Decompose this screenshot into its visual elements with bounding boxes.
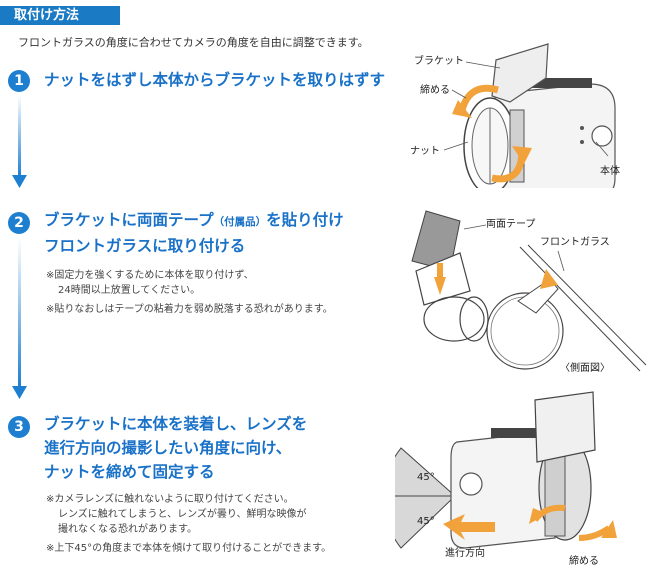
step-1-title: ナットをはずし本体からブラケットを取りはずす	[44, 71, 386, 89]
label-nut: ナット	[410, 145, 440, 157]
step-connector-arrow-1	[12, 95, 27, 188]
step-2-note-1: ※固定力を強くするために本体を取り付けず、	[46, 270, 254, 281]
figure-attach-tape: 両面テープ フロントガラス 〈側面図〉	[411, 210, 647, 374]
step-2-title-paren: （付属品）	[213, 216, 267, 228]
label-side-view: 〈側面図〉	[560, 361, 610, 374]
label-windshield: フロントガラス	[540, 236, 610, 248]
step-2-notes: ※固定力を強くするために本体を取り付けず、 24時間以上放置してください。 ※貼…	[46, 268, 333, 317]
label-body: 本体	[600, 164, 620, 177]
step-3-title-line1: ブラケットに本体を装着し、レンズを	[44, 415, 308, 433]
lens-icon	[459, 472, 483, 496]
label-tighten: 締める	[420, 83, 450, 96]
label-angle-top: 45°	[417, 472, 435, 483]
step-3-title: ブラケットに本体を装着し、レンズを 進行方向の撮影したい角度に向け、 ナットを締…	[44, 412, 307, 484]
step-3-note-1: ※カメラレンズに触れないように取り付けてください。	[46, 494, 294, 505]
bracket-icon	[534, 391, 596, 463]
step-connector-arrow-2	[12, 238, 27, 399]
step-3-number: 3	[8, 416, 30, 438]
step-3-note-1b: レンズに触れてしまうと、レンズが曇り、鮮明な映像が	[58, 509, 307, 520]
figure-mount-angle: 45° 45° 進行方向 締める	[395, 391, 617, 567]
step-2-title-c: を貼り付け	[266, 211, 344, 229]
step-3-title-line2: 進行方向の撮影したい角度に向け、	[44, 439, 292, 457]
step-3-title-line3: ナットを締めて固定する	[44, 463, 215, 481]
rotate-arrow-icon	[458, 84, 499, 112]
label-bracket: ブラケット	[414, 54, 464, 67]
step-2-title-line2: フロントガラスに取り付ける	[44, 237, 246, 255]
step-3-note-1c: 撮れなくなる恐れがあります。	[58, 524, 197, 535]
figure-remove-bracket: ブラケット 締める ナット 本体	[410, 43, 620, 188]
direction-arrow-icon	[443, 514, 495, 540]
label-tape: 両面テープ	[486, 218, 535, 230]
step-2-note-2: ※貼りなおしはテープの粘着力を弱め脱落する恐れがあります。	[46, 304, 333, 315]
label-angle-bottom: 45°	[417, 516, 435, 527]
intro-text: フロントガラスの角度に合わせてカメラの角度を自由に調整できます。	[18, 36, 369, 49]
step-2-title: ブラケットに両面テープ（付属品）を貼り付け フロントガラスに取り付ける	[44, 208, 344, 258]
step-2-note-1b: 24時間以上放置してください。	[58, 285, 201, 296]
label-direction: 進行方向	[445, 546, 485, 559]
step-3-note-2: ※上下45°の角度まで本体を傾けて取り付けることができます。	[46, 543, 332, 554]
label-tighten: 締める	[569, 554, 599, 567]
step-2-number: 2	[8, 212, 30, 234]
step-3-notes: ※カメラレンズに触れないように取り付けてください。 レンズに触れてしまうと、レン…	[46, 492, 331, 556]
lens-icon	[591, 125, 613, 147]
step-2-title-a: ブラケットに両面テープ	[44, 211, 214, 229]
section-header: 取付け方法	[0, 6, 120, 25]
step-1-number: 1	[8, 70, 30, 92]
angle-wedge	[395, 447, 456, 549]
